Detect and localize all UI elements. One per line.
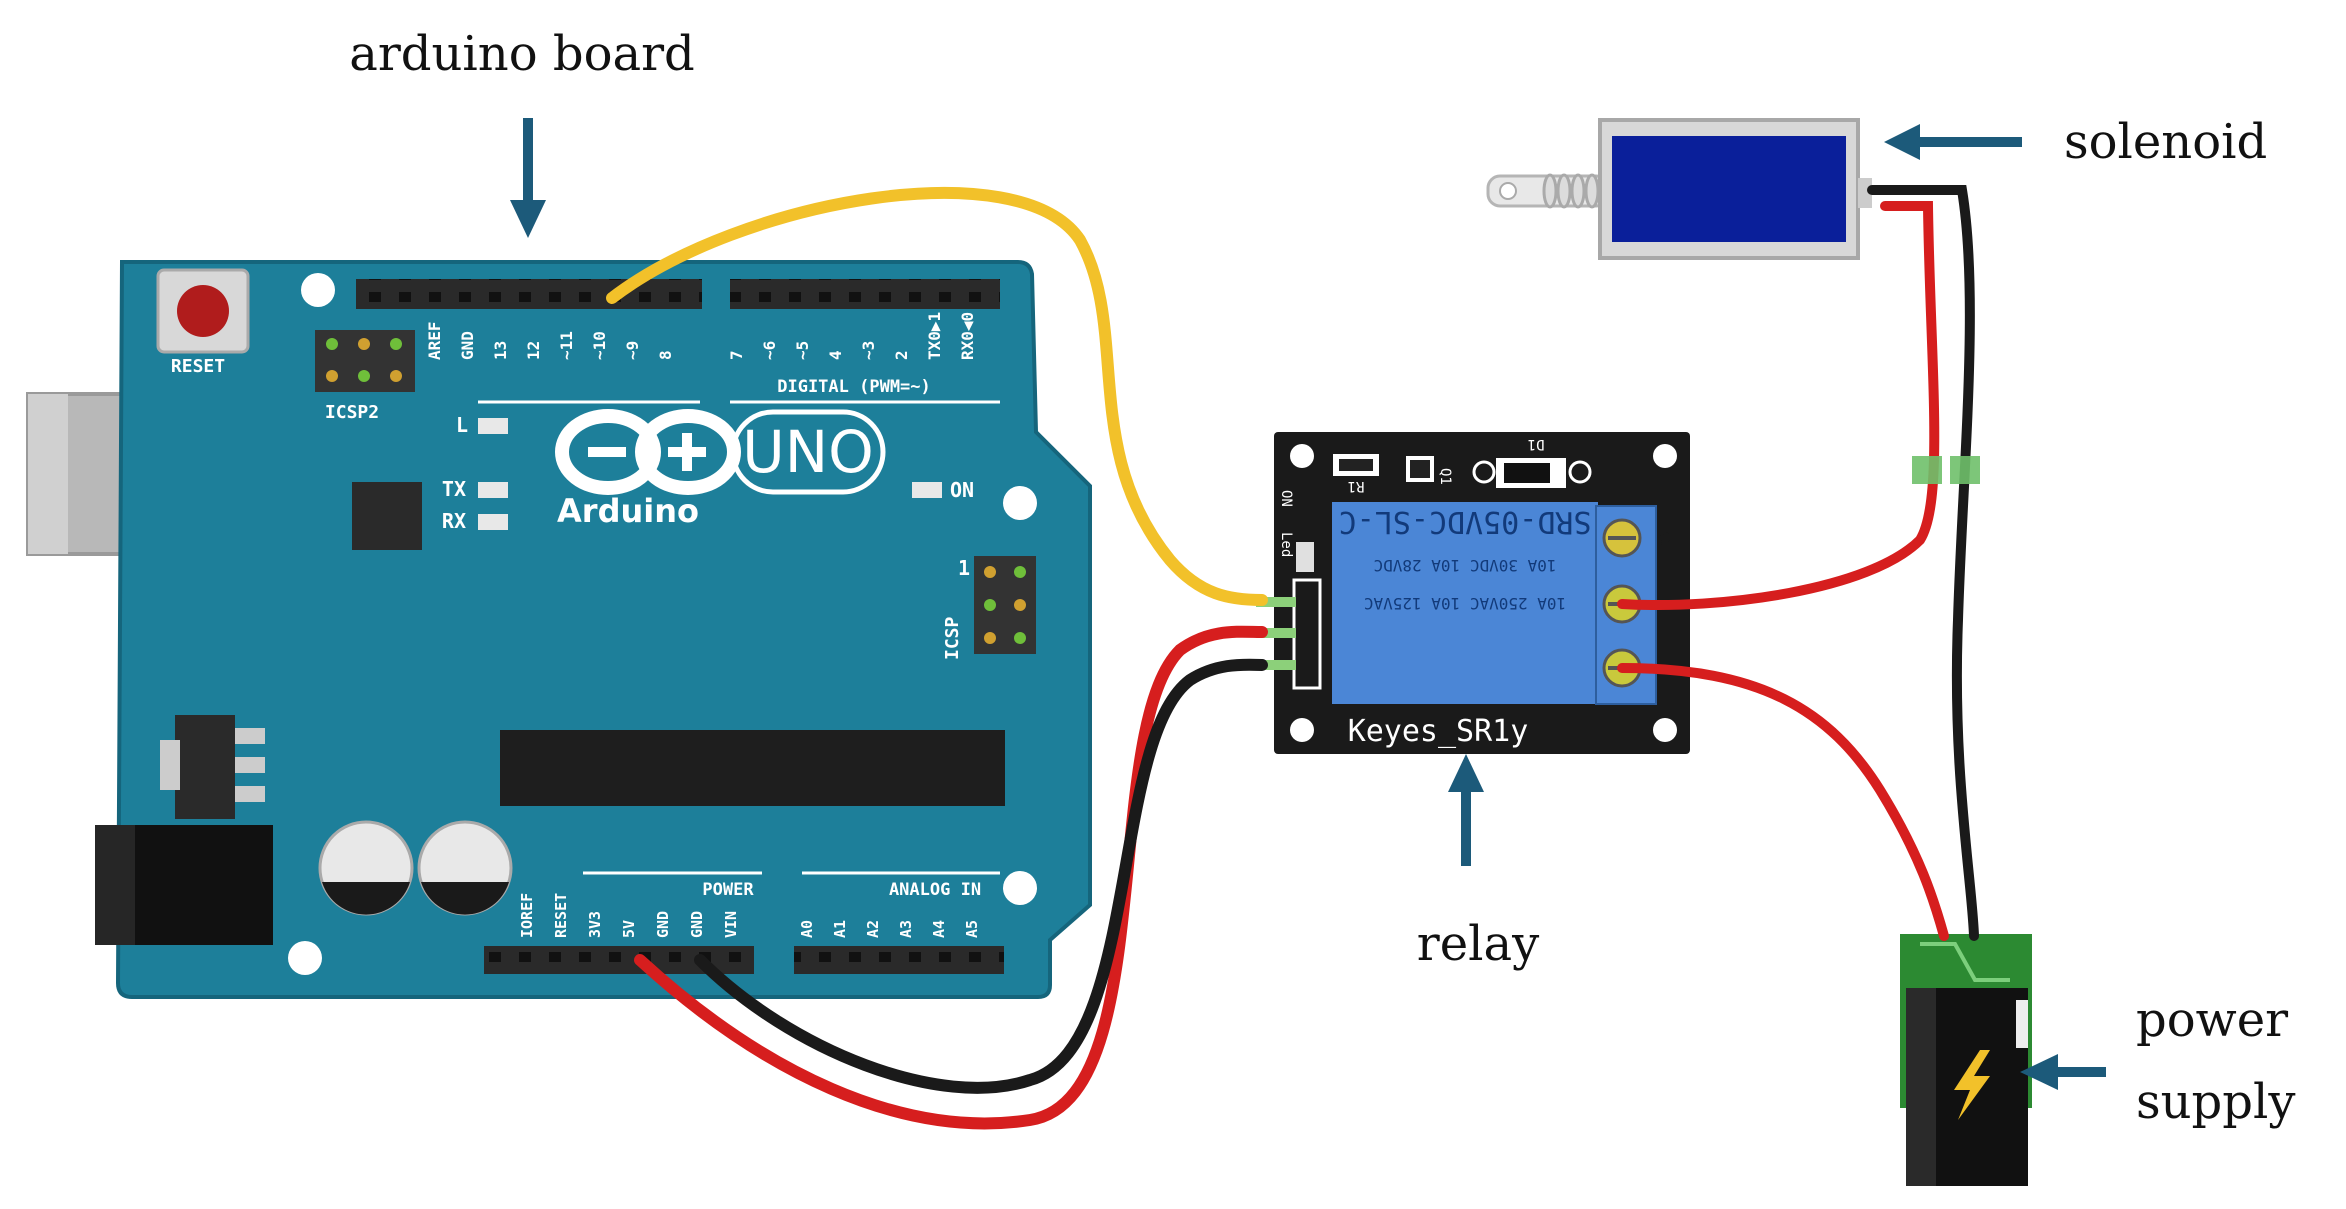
vcc-wire [634, 625, 1268, 1130]
led-rx [478, 514, 508, 530]
atmega-chip [500, 730, 1005, 806]
icsp-header [974, 556, 1036, 654]
relay-model-label: SRD-05VDC-SL-C [1339, 504, 1592, 539]
top-pin-label: 8 [656, 350, 675, 360]
top-pin-label: ~3 [859, 341, 878, 360]
top-pin-label: ~10 [590, 331, 609, 360]
led-on [912, 482, 942, 498]
top-pin-label: TX0▶1 [925, 312, 944, 360]
capacitor [417, 820, 513, 916]
r1-label: R1 [1348, 478, 1365, 494]
digital-header-left [356, 279, 702, 309]
relay-input-header [1292, 578, 1322, 690]
bottom-pin-label: VIN [722, 911, 740, 938]
bottom-pin-label: A3 [897, 920, 915, 938]
top-pin-label: ~11 [557, 331, 576, 360]
led-l-label: L [456, 413, 468, 437]
signal-wire [606, 186, 1268, 606]
d1-label: D1 [1528, 436, 1545, 452]
icsp-label: ICSP [942, 616, 963, 660]
led-l [478, 418, 508, 434]
mounting-hole [1003, 871, 1037, 905]
solenoid-coil [1612, 136, 1846, 242]
top-pin-label: 4 [826, 350, 845, 360]
top-pin-label: ~5 [793, 341, 812, 360]
top-pin-label: GND [458, 331, 477, 360]
top-pin-label: RX0◀0 [958, 312, 977, 360]
arduino-pcb [115, 260, 1092, 999]
led-on-label: ON [950, 478, 974, 502]
led-tx [478, 482, 508, 498]
relay-module-name: Keyes_SR1y [1348, 714, 1529, 749]
relay-module: R1 Q1 D1 ON Led SRD-05VDC-SL-C 10A 30VDC… [1256, 432, 1690, 754]
power-supply-jack [1900, 934, 2032, 1186]
bottom-pin-labels: IOREF RESET 3V3 5V GND GND VIN A0 A1 A2 A3 A4 A5 [518, 893, 981, 938]
top-pin-label: 2 [892, 350, 911, 360]
relay-rating1: 10A 250VAC 10A 125VAC [1364, 594, 1566, 613]
capacitor [318, 820, 414, 916]
bottom-pin-label: A4 [930, 920, 948, 938]
top-pin-labels: AREF GND 13 12 ~11 ~10 ~9 8 7 ~6 ~5 4 ~3 2 TX0▶1 RX0◀0 [425, 312, 977, 360]
top-pin-label: ~9 [623, 341, 642, 360]
reset-label: RESET [171, 356, 225, 377]
led-tx-label: TX [442, 477, 466, 501]
power-header-label: POWER [702, 880, 754, 900]
relay-to-supply-wire [1617, 663, 1949, 941]
relay-rating2: 10A 30VDC 10A 28VDC [1373, 556, 1556, 575]
relay-led-label: Led [1278, 532, 1294, 557]
mounting-hole [1003, 486, 1037, 520]
digital-header-right [730, 279, 1000, 309]
annotation-arrows [510, 118, 2106, 1090]
q1-label: Q1 [1437, 468, 1453, 485]
bottom-pin-label: 5V [620, 920, 638, 938]
analog-header [794, 946, 1004, 974]
label-solenoid: solenoid [2064, 114, 2267, 170]
analog-header-label: ANALOG IN [889, 880, 981, 900]
voltage-regulator [175, 715, 235, 819]
top-pin-label: 13 [491, 341, 510, 360]
uno-label: UNO [742, 418, 874, 486]
top-pin-label: 7 [727, 350, 746, 360]
digital-header-label: DIGITAL (PWM=~) [777, 377, 931, 397]
bottom-pin-label: IOREF [518, 893, 536, 938]
arduino-brand: Arduino [557, 492, 699, 530]
gnd-wire [694, 658, 1268, 1094]
label-relay: relay [1417, 916, 1539, 972]
mounting-hole [288, 941, 322, 975]
mounting-hole [301, 273, 335, 307]
bottom-pin-label: GND [688, 911, 706, 938]
wires [606, 185, 1979, 1130]
solenoid [1486, 118, 1872, 260]
icsp-pin1-label: 1 [958, 556, 970, 580]
bottom-pin-label: A2 [864, 920, 882, 938]
label-arduino-board: arduino board [349, 26, 695, 82]
bottom-pin-label: A5 [963, 920, 981, 938]
arduino-logo: UNO Arduino [555, 409, 886, 530]
label-power: power [2136, 992, 2288, 1048]
relay-nc-label: NC [1656, 530, 1672, 547]
led-rx-label: RX [442, 509, 466, 533]
label-supply: supply [2136, 1074, 2295, 1130]
solenoid-to-supply-wire [1867, 185, 1979, 941]
relay-on-label: ON [1278, 490, 1294, 507]
bottom-pin-label: A0 [798, 920, 816, 938]
icsp2-label: ICSP2 [325, 402, 379, 423]
bottom-pin-label: RESET [552, 893, 570, 938]
relay-to-solenoid-wire [1617, 201, 1940, 611]
top-pin-label: 12 [524, 341, 543, 360]
top-pin-label: ~6 [760, 341, 779, 360]
relay-body [1332, 502, 1598, 704]
usb-chip [352, 482, 422, 550]
bottom-pin-label: A1 [831, 920, 849, 938]
top-pin-label: AREF [425, 321, 444, 360]
bottom-pin-label: 3V3 [586, 911, 604, 938]
lightning-icon [1954, 1050, 1990, 1120]
bottom-pin-label: GND [654, 911, 672, 938]
